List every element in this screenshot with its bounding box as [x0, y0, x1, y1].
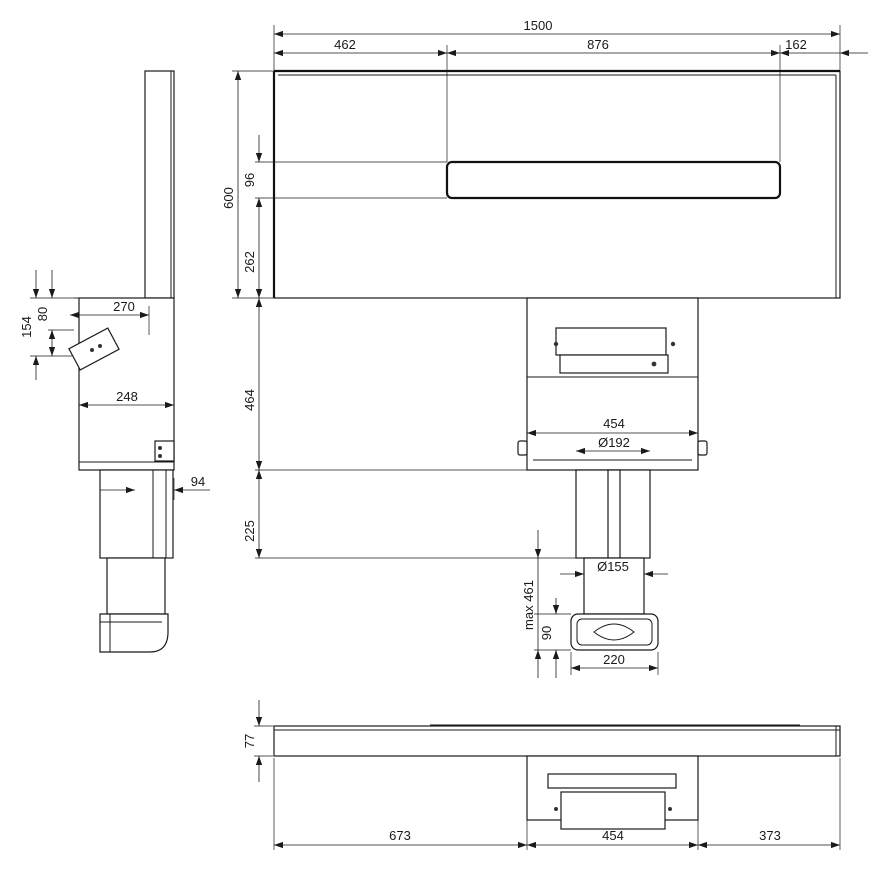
side-duct	[99, 469, 174, 559]
front-view	[272, 69, 841, 651]
plan-panel	[273, 725, 841, 757]
dim-side-270: 270	[113, 299, 135, 314]
dimension-lines	[30, 25, 868, 850]
dim-elbow-90: 90	[539, 626, 554, 640]
dim-side-154: 154	[19, 316, 34, 338]
side-elbow	[99, 613, 169, 653]
dim-height-lower: 262	[242, 251, 257, 273]
dim-max-461: max 461	[521, 580, 536, 630]
plan-view	[273, 724, 841, 830]
front-panel	[273, 70, 841, 299]
side-motor-box	[68, 327, 120, 371]
dim-top-left: 462	[334, 37, 356, 52]
front-housing	[526, 297, 699, 471]
dim-height-slot: 96	[242, 173, 257, 187]
dim-plan-373: 373	[759, 828, 781, 843]
dim-elbow-220: 220	[603, 652, 625, 667]
dim-plan-673: 673	[389, 828, 411, 843]
dim-side-248: 248	[116, 389, 138, 404]
front-slot	[445, 160, 782, 200]
dim-height-total: 600	[221, 187, 236, 209]
dim-unit-464: 464	[242, 389, 257, 411]
dim-plan-454: 454	[602, 828, 624, 843]
dim-duct-192: Ø192	[598, 435, 630, 450]
dim-unit-454: 454	[603, 416, 625, 431]
dim-side-94: 94	[191, 474, 205, 489]
front-elbow	[570, 613, 659, 651]
side-view	[68, 70, 175, 653]
dimension-labels: 1500 462 876 162 600 96 262 464 225 454 …	[19, 18, 807, 843]
dim-duct-225: 225	[242, 520, 257, 542]
dim-top-overall: 1500	[524, 18, 553, 33]
dim-side-80: 80	[35, 307, 50, 321]
side-panel	[144, 70, 175, 299]
dim-top-mid: 876	[587, 37, 609, 52]
dim-plan-77: 77	[242, 734, 257, 748]
dim-top-right: 162	[785, 37, 807, 52]
dim-duct-155: Ø155	[597, 559, 629, 574]
